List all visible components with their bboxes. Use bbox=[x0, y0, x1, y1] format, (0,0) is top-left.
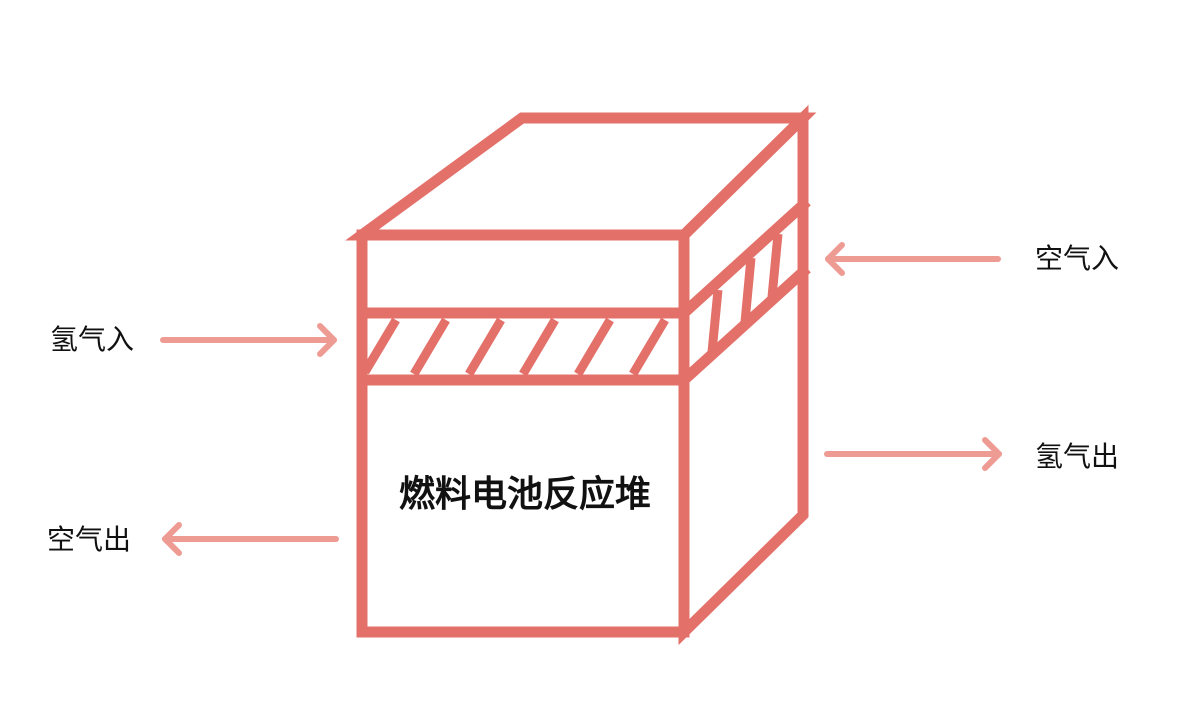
stack-side-face bbox=[678, 104, 809, 646]
air-out-arrow bbox=[162, 522, 339, 556]
side-membrane-top-edge bbox=[676, 197, 811, 321]
fuel-cell-stack bbox=[345, 104, 817, 646]
hydrogen-in-arrow bbox=[160, 323, 337, 357]
stack-front-face bbox=[356, 229, 690, 638]
air-out-label: 空气出 bbox=[47, 523, 131, 556]
side-membrane-bottom-edge bbox=[676, 264, 811, 388]
membrane-hatching bbox=[361, 317, 669, 377]
hydrogen-in-label: 氢气入 bbox=[50, 323, 134, 356]
hydrogen-out-arrow bbox=[824, 437, 1002, 471]
side-membrane-hatching bbox=[707, 233, 783, 353]
stack-title: 燃料电池反应堆 bbox=[399, 474, 651, 515]
hydrogen-out-label: 氢气出 bbox=[1035, 440, 1119, 473]
air-in-label: 空气入 bbox=[1035, 242, 1119, 275]
air-in-arrow bbox=[825, 242, 1001, 276]
